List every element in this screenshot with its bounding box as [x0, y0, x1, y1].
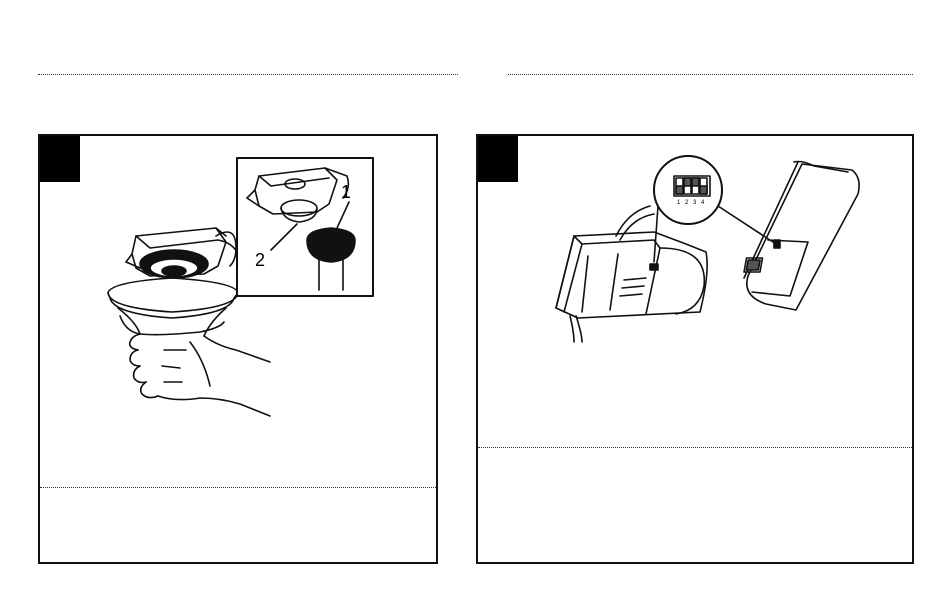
top-rule-right: [508, 74, 913, 75]
right-step-panel: 1 2 3 4: [476, 134, 914, 564]
inset-detail-illustration: 1 2: [237, 158, 373, 296]
left-step-panel: 1 2: [38, 134, 438, 564]
callout-1-label: 1: [341, 182, 351, 202]
top-rule-left: [38, 74, 458, 75]
receiver-dip-switch-illustration: 1 2 3 4: [478, 136, 916, 376]
callout-2-label: 2: [255, 250, 265, 270]
caption-divider: [40, 487, 436, 488]
caption-divider: [478, 447, 912, 448]
